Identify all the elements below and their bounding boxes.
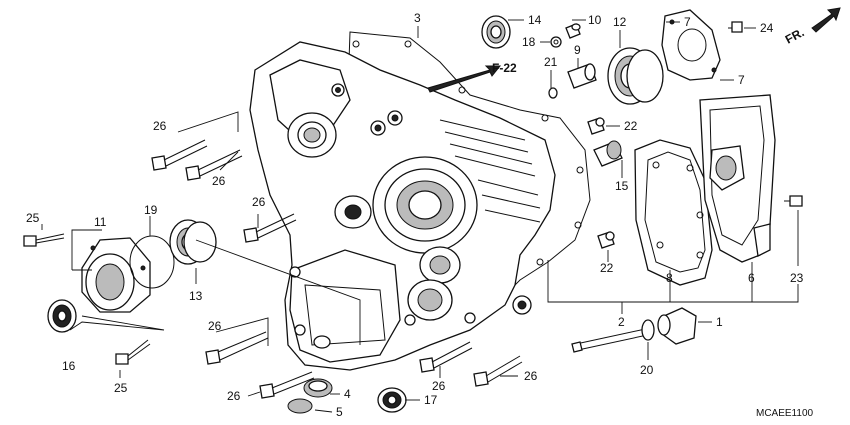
- callout-5: 5: [336, 405, 343, 419]
- callout-3: 3: [414, 11, 421, 25]
- bearing-12: [607, 47, 664, 105]
- dowel-pin-22-upper: [587, 117, 605, 135]
- callout-9: 9: [574, 43, 581, 57]
- callout-26-f: 26: [432, 379, 446, 393]
- bolt-25-upper: [23, 233, 65, 247]
- front-arrow-icon: [811, 7, 841, 33]
- callout-26-d: 26: [208, 319, 222, 333]
- catalog-code: MCAEE1100: [756, 408, 814, 419]
- callout-12: 12: [613, 15, 627, 29]
- callout-24: 24: [760, 21, 774, 35]
- callout-26-c: 26: [252, 195, 266, 209]
- callout-7-upper: 7: [684, 15, 691, 29]
- dowel-pin-22-lower: [597, 231, 615, 249]
- gasket-8-holes: [652, 161, 704, 259]
- callout-4: 4: [344, 387, 351, 401]
- callout-26-b: 26: [212, 174, 226, 188]
- callout-19: 19: [144, 203, 158, 217]
- callout-10: 10: [588, 13, 602, 27]
- f22-arrow: [427, 65, 502, 93]
- o-ring-5: [287, 398, 313, 414]
- bolt-23: [784, 195, 803, 207]
- collar-9: [567, 63, 597, 89]
- needle-bearing-15: [593, 140, 623, 167]
- callout-22-upper: 22: [624, 119, 638, 133]
- o-ring-20: [641, 319, 655, 341]
- f22-reference-tag: F-22: [492, 61, 517, 75]
- sensor-1: [571, 307, 697, 353]
- bolt-26-c: [243, 213, 297, 243]
- side-cover-6: [699, 94, 776, 263]
- rear-case-housing-2: [249, 41, 556, 371]
- o-ring-19: [129, 235, 175, 289]
- leader-lines: [41, 19, 799, 413]
- callout-21: 21: [544, 55, 558, 69]
- oil-seal-16: [47, 299, 77, 333]
- callout-26-g: 26: [524, 369, 538, 383]
- bolt-25-lower: [115, 339, 151, 365]
- callout-25-lower: 25: [114, 381, 128, 395]
- callout-17: 17: [424, 393, 438, 407]
- callout-16: 16: [62, 359, 76, 373]
- dowel-pin-10: [565, 23, 581, 39]
- bolt-24: [728, 21, 743, 33]
- bolt-26-a: [151, 139, 208, 171]
- callout-1: 1: [716, 315, 723, 329]
- callout-11: 11: [94, 215, 107, 229]
- callout-7-lower: 7: [738, 73, 745, 87]
- gasket-8: [634, 139, 713, 286]
- bolt-26-d: [205, 331, 269, 365]
- callout-6: 6: [748, 271, 755, 285]
- bearing-14: [481, 15, 511, 49]
- callout-8: 8: [666, 271, 673, 285]
- callout-18: 18: [522, 35, 536, 49]
- callout-labels: 3 14 10 18 12 7 7 24 9 21 22 22 15 26 26…: [26, 11, 804, 419]
- washer-21: [548, 87, 558, 99]
- callout-14: 14: [528, 13, 542, 27]
- plate-7: [661, 9, 721, 81]
- bolt-26-b: [185, 149, 243, 181]
- seal-housing-11: [81, 237, 151, 313]
- callout-26-e: 26: [227, 389, 241, 403]
- callout-20: 20: [640, 363, 654, 377]
- o-ring-18: [550, 36, 562, 48]
- callout-23: 23: [790, 271, 804, 285]
- bearing-13: [169, 219, 217, 265]
- bolt-26-e: [259, 371, 315, 399]
- bolt-26-f: [419, 341, 473, 373]
- callout-13: 13: [189, 289, 203, 303]
- oil-seal-17: [377, 387, 407, 413]
- front-marker-label: FR.: [783, 25, 807, 46]
- callout-26-a: 26: [153, 119, 167, 133]
- callout-15: 15: [615, 179, 629, 193]
- callout-22-lower: 22: [600, 261, 614, 275]
- callout-2: 2: [618, 315, 625, 329]
- drain-plug-4: [303, 378, 333, 398]
- bolt-26-g: [473, 355, 523, 387]
- callout-25-upper: 25: [26, 211, 40, 225]
